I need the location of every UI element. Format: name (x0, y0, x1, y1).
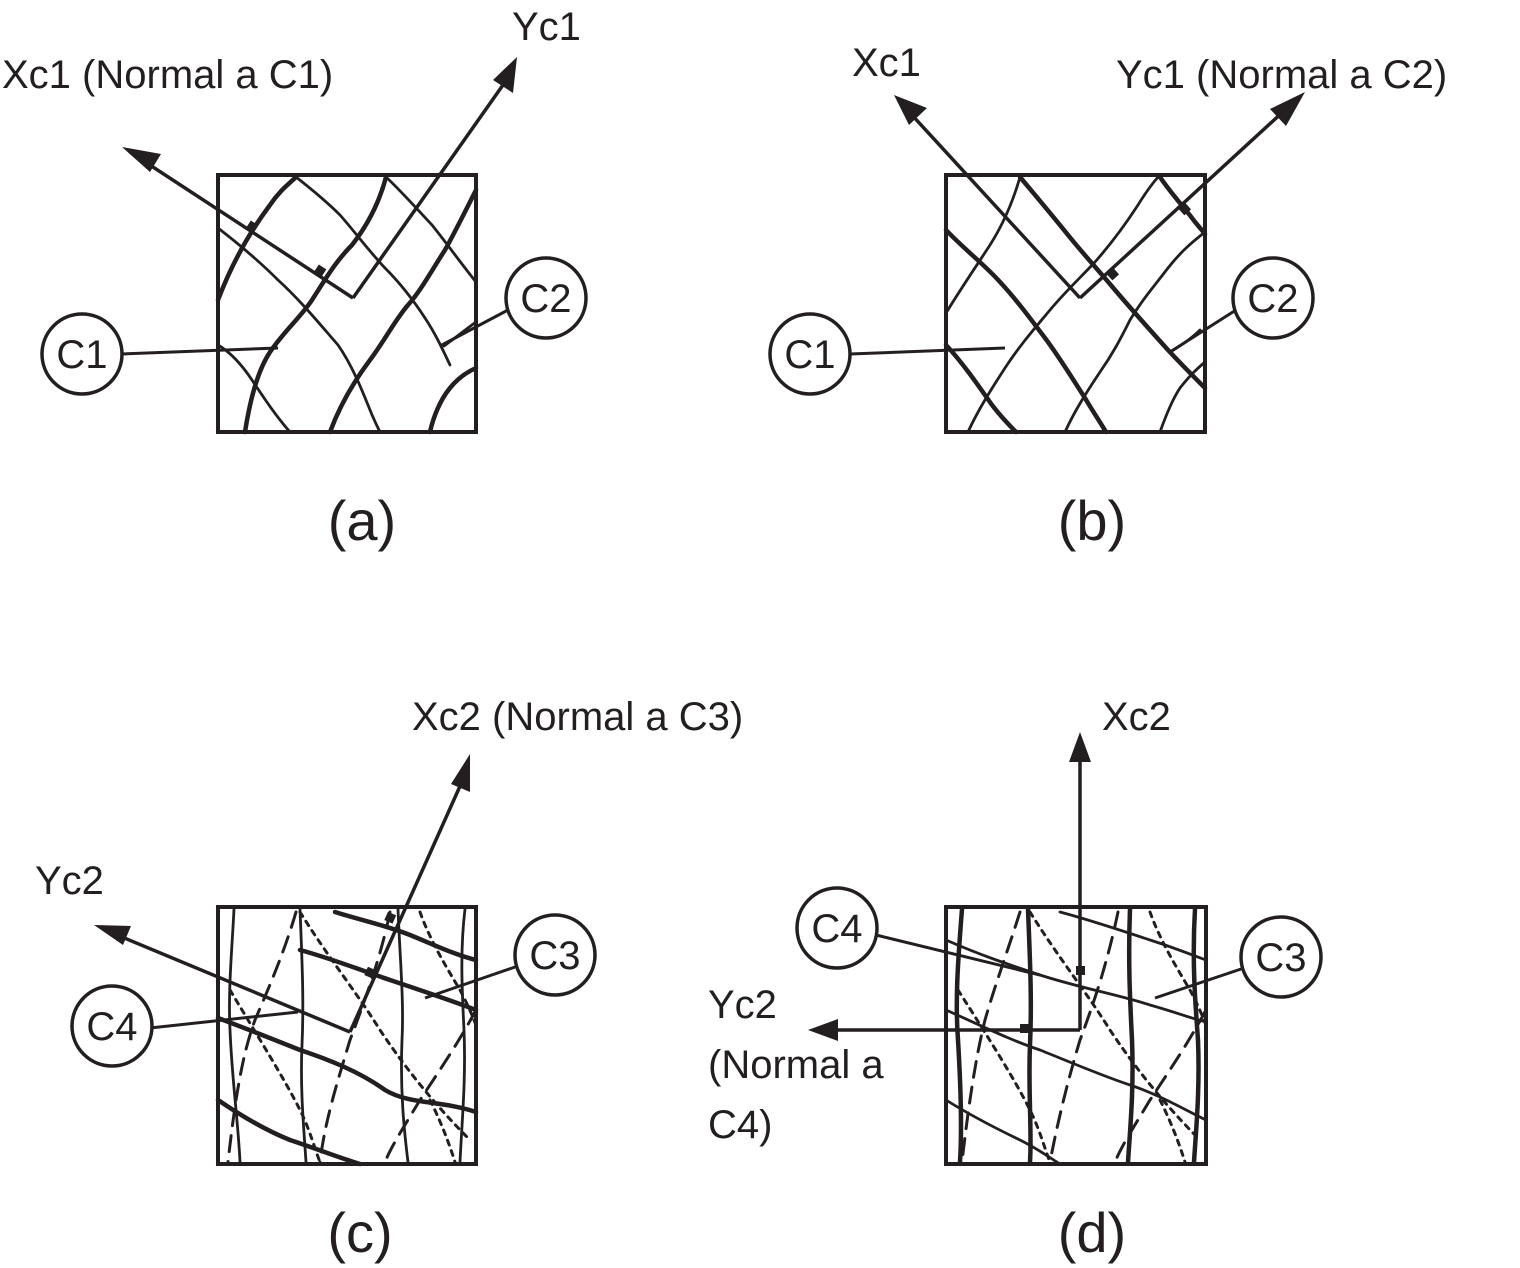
x-axis-label-b: Xc1 (852, 41, 921, 85)
crack-label-c4-d: C4 (795, 886, 1041, 977)
crack-label-c1-b: C1 (768, 312, 1006, 396)
x-arrowhead-c (451, 754, 470, 792)
coordinate-axes-c (94, 754, 470, 1034)
x-arrowhead-b (894, 95, 927, 125)
svg-text:C4: C4 (86, 1005, 137, 1049)
panel-d: Xc2 Yc2 (Normal a C4) C4 C3 (d) (708, 695, 1323, 1264)
specimen-square-a (215, 173, 479, 435)
caption-b: (b) (1058, 489, 1126, 552)
coordinate-axes-a (122, 57, 517, 300)
caption-d: (d) (1058, 1201, 1126, 1264)
specimen-square-c (215, 905, 479, 1167)
svg-text:C2: C2 (520, 277, 571, 321)
coordinate-axes-d (808, 732, 1091, 1041)
crack-label-c3-d: C3 (1154, 915, 1323, 1000)
x-axis-label-d: Xc2 (1102, 695, 1171, 739)
svg-text:C4: C4 (811, 907, 862, 951)
x-arrowhead-a (122, 147, 161, 172)
y-axis-label-c: Yc2 (35, 859, 104, 903)
svg-text:C1: C1 (784, 333, 835, 377)
caption-c: (c) (327, 1201, 392, 1264)
y-arrowhead-c (94, 925, 131, 945)
svg-text:C3: C3 (529, 934, 580, 978)
svg-text:C1: C1 (56, 333, 107, 377)
y-arrowhead-a (493, 57, 517, 93)
crack-label-c4-c: C4 (70, 984, 299, 1068)
panel-b: Xc1 Yc1 (Normal a C2) C1 C2 (b) (768, 41, 1447, 552)
y-axis-label-b: Yc1 (Normal a C2) (1116, 53, 1447, 97)
panel-c: Xc2 (Normal a C3) Yc2 C4 C3 (c) (35, 695, 743, 1264)
x-axis-label-a: Xc1 (Normal a C1) (2, 53, 333, 97)
crack-label-c2-b: C2 (1169, 256, 1315, 354)
x-arrowhead-d (1069, 732, 1091, 762)
crack-label-c1-a: C1 (40, 312, 279, 396)
svg-text:C2: C2 (1247, 277, 1298, 321)
caption-a: (a) (328, 489, 396, 552)
specimen-square-b (943, 173, 1208, 435)
coordinate-axes-b (894, 92, 1305, 300)
y-axis-label-a: Yc1 (512, 5, 581, 49)
y-axis-label-d: Yc2 (Normal a C4) (708, 983, 884, 1147)
svg-text:Yc2: Yc2 (708, 983, 777, 1027)
x-axis-label-c: Xc2 (Normal a C3) (412, 695, 743, 739)
svg-text:(Normal a: (Normal a (708, 1043, 884, 1087)
y-arrowhead-d (808, 1019, 838, 1041)
crack-label-c2-a: C2 (439, 256, 588, 348)
specimen-square-d (944, 905, 1208, 1166)
panel-a: Xc1 (Normal a C1) Yc1 C1 C2 (a) (2, 5, 588, 552)
svg-text:C3: C3 (1255, 936, 1306, 980)
svg-text:C4): C4) (708, 1103, 772, 1147)
crack-label-c3-c: C3 (424, 913, 597, 1000)
y-arrowhead-b (1270, 92, 1305, 126)
